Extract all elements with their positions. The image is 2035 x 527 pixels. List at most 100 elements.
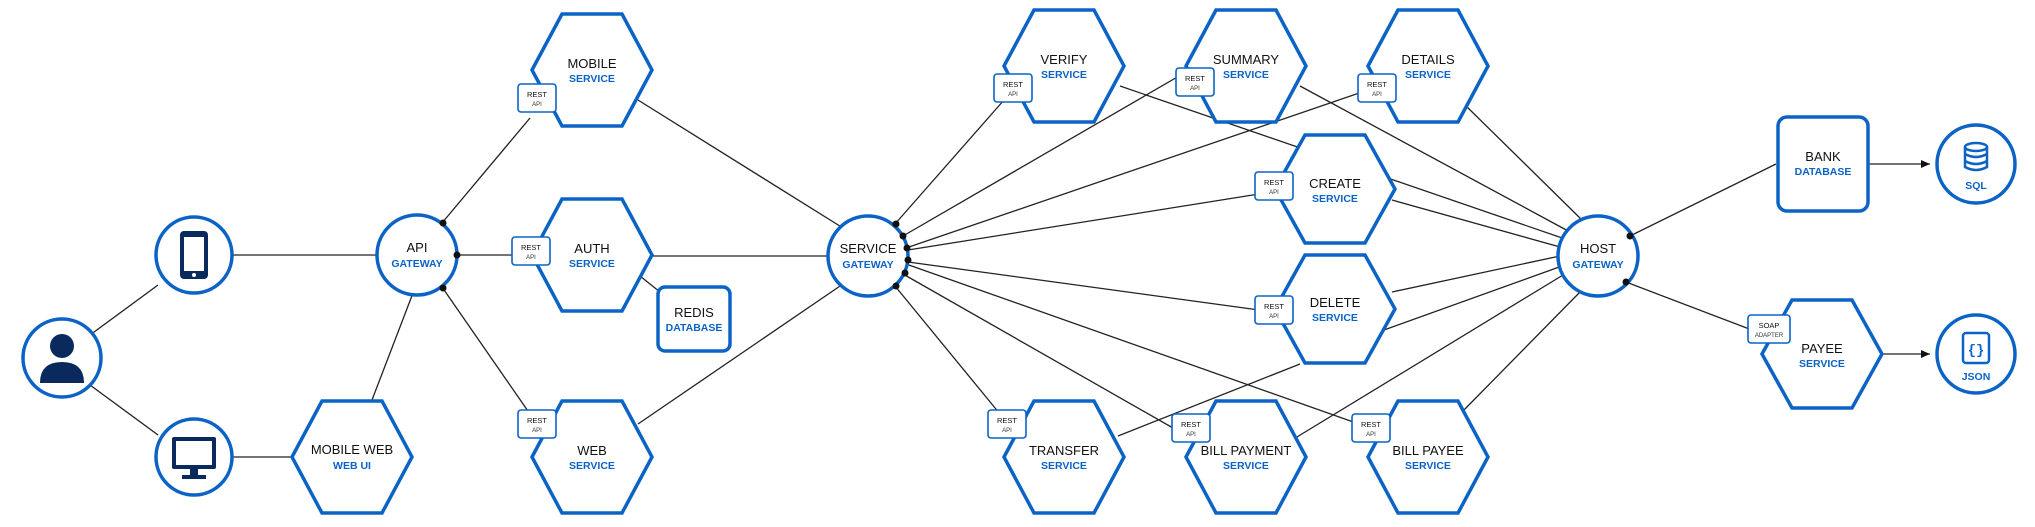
svg-text:API: API xyxy=(1186,432,1196,438)
summary-title: SUMMARY xyxy=(1213,52,1280,67)
svg-text:SOAP: SOAP xyxy=(1759,321,1780,330)
rest-api-tag: REST API xyxy=(993,73,1033,103)
svg-text:API: API xyxy=(532,102,542,108)
bill-payment-title: BILL PAYMENT xyxy=(1201,443,1292,458)
svg-text:REST: REST xyxy=(1367,80,1387,89)
edge-api-web xyxy=(441,286,531,415)
svg-text:REST: REST xyxy=(1264,178,1284,187)
mobile-service-title: MOBILE xyxy=(567,56,616,71)
json-braces-icon: {} xyxy=(1961,331,1991,365)
transfer-service-node[interactable]: TRANSFER SERVICE REST API xyxy=(987,399,1126,515)
details-title: DETAILS xyxy=(1401,52,1455,67)
delete-title: DELETE xyxy=(1310,295,1361,310)
redis-title: REDIS xyxy=(674,305,714,320)
bank-database-node[interactable]: BANK DATABASE xyxy=(1776,115,1870,213)
edge-svcgw-transfer xyxy=(894,285,1001,415)
sql-node[interactable]: SQL xyxy=(1935,123,2017,205)
host-gateway-title: HOST xyxy=(1580,241,1616,256)
create-service-node[interactable]: CREATE SERVICE REST API xyxy=(1254,133,1398,245)
payee-service-node[interactable]: PAYEE SERVICE SOAP ADAPTER xyxy=(1747,298,1885,410)
svg-text:API: API xyxy=(1008,92,1018,98)
edge-web-svcgw xyxy=(637,283,844,425)
bill-payee-subtitle: SERVICE xyxy=(1405,460,1451,472)
edge-details-hostgw xyxy=(1461,101,1583,221)
edge-mobileweb-api xyxy=(371,292,414,401)
rest-api-tag: REST API xyxy=(511,236,551,266)
mobile-service-subtitle: SERVICE xyxy=(569,73,615,85)
svg-text:API: API xyxy=(1366,432,1376,438)
api-gateway-subtitle: GATEWAY xyxy=(391,258,442,270)
svg-text:{}: {} xyxy=(1968,343,1985,359)
bank-title: BANK xyxy=(1805,149,1841,164)
edge-hostgw-bank xyxy=(1629,163,1777,237)
soap-adapter-tag: SOAP ADAPTER xyxy=(1747,314,1791,344)
api-gateway-node[interactable]: API GATEWAY xyxy=(375,213,459,297)
delete-service-node[interactable]: DELETE SERVICE REST API xyxy=(1254,253,1398,365)
redis-subtitle: DATABASE xyxy=(666,322,723,334)
transfer-subtitle: SERVICE xyxy=(1041,460,1087,472)
edge-create-hostgw xyxy=(1391,199,1561,248)
database-icon xyxy=(1963,141,1989,172)
svg-text:API: API xyxy=(1190,86,1200,92)
host-gateway-node[interactable]: HOST GATEWAY xyxy=(1556,214,1640,298)
edge-auth-redis xyxy=(639,275,661,293)
host-gateway-subtitle: GATEWAY xyxy=(1572,259,1623,271)
svg-text:REST: REST xyxy=(1181,420,1201,429)
user-icon xyxy=(40,334,84,383)
rest-api-tag: REST API xyxy=(517,409,557,439)
payee-subtitle: SERVICE xyxy=(1799,358,1845,370)
edge-billpayee-hostgw xyxy=(1461,289,1583,413)
svg-text:ADAPTER: ADAPTER xyxy=(1755,333,1784,339)
edge-user-mobile xyxy=(89,284,159,336)
edge-mobile-svcgw xyxy=(637,99,844,229)
rest-api-tag: REST API xyxy=(1351,413,1391,443)
bill-payee-service-node[interactable]: BILL PAYEE SERVICE REST API xyxy=(1351,399,1490,515)
json-node[interactable]: {} JSON xyxy=(1935,313,2017,395)
details-service-node[interactable]: DETAILS SERVICE REST API xyxy=(1357,8,1490,124)
edge-billpayment-hostgw xyxy=(1291,271,1569,441)
api-gateway-title: API xyxy=(407,240,428,255)
verify-service-node[interactable]: VERIFY SERVICE REST API xyxy=(993,8,1126,124)
transfer-title: TRANSFER xyxy=(1029,443,1099,458)
rest-api-tag: REST API xyxy=(1175,67,1215,97)
svg-text:REST: REST xyxy=(1003,80,1023,89)
edge-svcgw-verify xyxy=(894,99,1005,225)
svg-text:API: API xyxy=(1002,428,1012,434)
delete-subtitle: SERVICE xyxy=(1312,312,1358,324)
mobile-device-node[interactable] xyxy=(154,215,234,295)
web-service-node[interactable]: WEB SERVICE REST API xyxy=(517,399,654,515)
connectors xyxy=(89,71,1930,458)
mobile-web-subtitle: WEB UI xyxy=(333,460,371,472)
svg-text:REST: REST xyxy=(1264,302,1284,311)
web-service-title: WEB xyxy=(577,443,607,458)
service-gateway-subtitle: GATEWAY xyxy=(842,259,893,271)
create-title: CREATE xyxy=(1309,176,1361,191)
edge-svcgw-billpayment xyxy=(902,273,1195,441)
redis-database-node[interactable]: REDIS DATABASE xyxy=(656,285,732,353)
svg-text:API: API xyxy=(526,255,536,261)
summary-service-node[interactable]: SUMMARY SERVICE REST API xyxy=(1175,8,1308,124)
service-gateway-node[interactable]: SERVICE GATEWAY xyxy=(826,214,910,298)
mobile-service-node[interactable]: MOBILE SERVICE REST API xyxy=(517,12,654,128)
edge-summary-hostgw xyxy=(1299,85,1571,233)
edge-transfer-delete xyxy=(1117,363,1301,437)
edge-user-desktop xyxy=(89,384,159,436)
sql-label: SQL xyxy=(1965,180,1987,192)
rest-api-tag: REST API xyxy=(1357,73,1397,103)
bill-payment-service-node[interactable]: BILL PAYMENT SERVICE REST API xyxy=(1171,399,1308,515)
rest-api-tag: REST API xyxy=(987,409,1027,439)
edge-svcgw-details xyxy=(905,89,1369,249)
svg-text:REST: REST xyxy=(521,243,541,252)
junction-dots xyxy=(439,219,1634,292)
svg-text:REST: REST xyxy=(527,90,547,99)
auth-service-subtitle: SERVICE xyxy=(569,258,615,270)
desktop-device-node[interactable] xyxy=(154,417,234,497)
json-label: JSON xyxy=(1962,371,1991,383)
mobile-web-node[interactable]: MOBILE WEB WEB UI xyxy=(290,399,414,515)
user-node[interactable] xyxy=(21,317,103,399)
mobile-phone-icon xyxy=(180,231,208,279)
payee-title: PAYEE xyxy=(1801,341,1843,356)
verify-title: VERIFY xyxy=(1041,52,1088,67)
svg-text:API: API xyxy=(1372,92,1382,98)
auth-service-node[interactable]: AUTH SERVICE REST API xyxy=(511,197,654,313)
